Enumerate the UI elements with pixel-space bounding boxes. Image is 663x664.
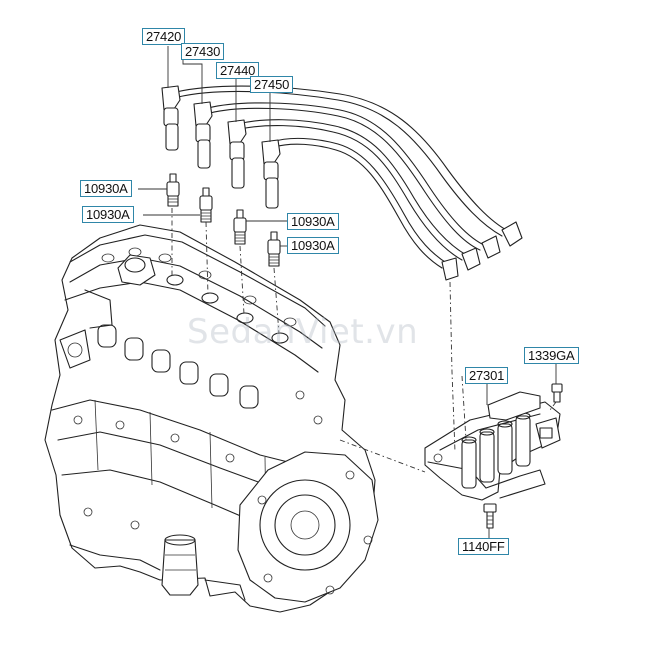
label-ignition-cable-2[interactable]: 27430: [181, 43, 225, 60]
spark-plug-2: [199, 187, 213, 223]
label-spark-plug-4[interactable]: 10930A: [287, 237, 339, 254]
label-ignition-cable-3[interactable]: 27440: [216, 62, 260, 79]
spark-plug-3: [233, 209, 247, 245]
label-spark-plug-1[interactable]: 10930A: [80, 180, 132, 197]
ignition-coil: [424, 391, 561, 501]
leader-lines: [138, 46, 557, 539]
spark-plug-1: [166, 173, 180, 207]
ignition-cables: [161, 85, 523, 281]
spark-plug-4: [267, 231, 281, 267]
cable-boot-1: [161, 85, 181, 151]
label-ignition-cable-1[interactable]: 27420: [142, 28, 186, 45]
watermark: SedanViet.vn: [187, 312, 419, 352]
label-ignition-coil[interactable]: 27301: [465, 367, 509, 384]
spark-plugs: [166, 173, 281, 267]
label-spark-plug-2[interactable]: 10930A: [82, 206, 134, 223]
label-coil-bolt-bottom[interactable]: 1140FF: [458, 538, 509, 555]
cable-boot-3: [227, 119, 247, 189]
label-coil-bolt-top[interactable]: 1339GA: [524, 347, 579, 364]
cable-boot-2: [193, 101, 213, 169]
coil-bolt-bottom: [483, 503, 497, 529]
label-spark-plug-3[interactable]: 10930A: [287, 213, 339, 230]
coil-bolt-top: [551, 383, 563, 403]
label-ignition-cable-4[interactable]: 27450: [250, 76, 294, 93]
engine-block: [44, 224, 379, 613]
assembly-lines: [171, 208, 557, 473]
cable-boot-4: [261, 139, 281, 209]
